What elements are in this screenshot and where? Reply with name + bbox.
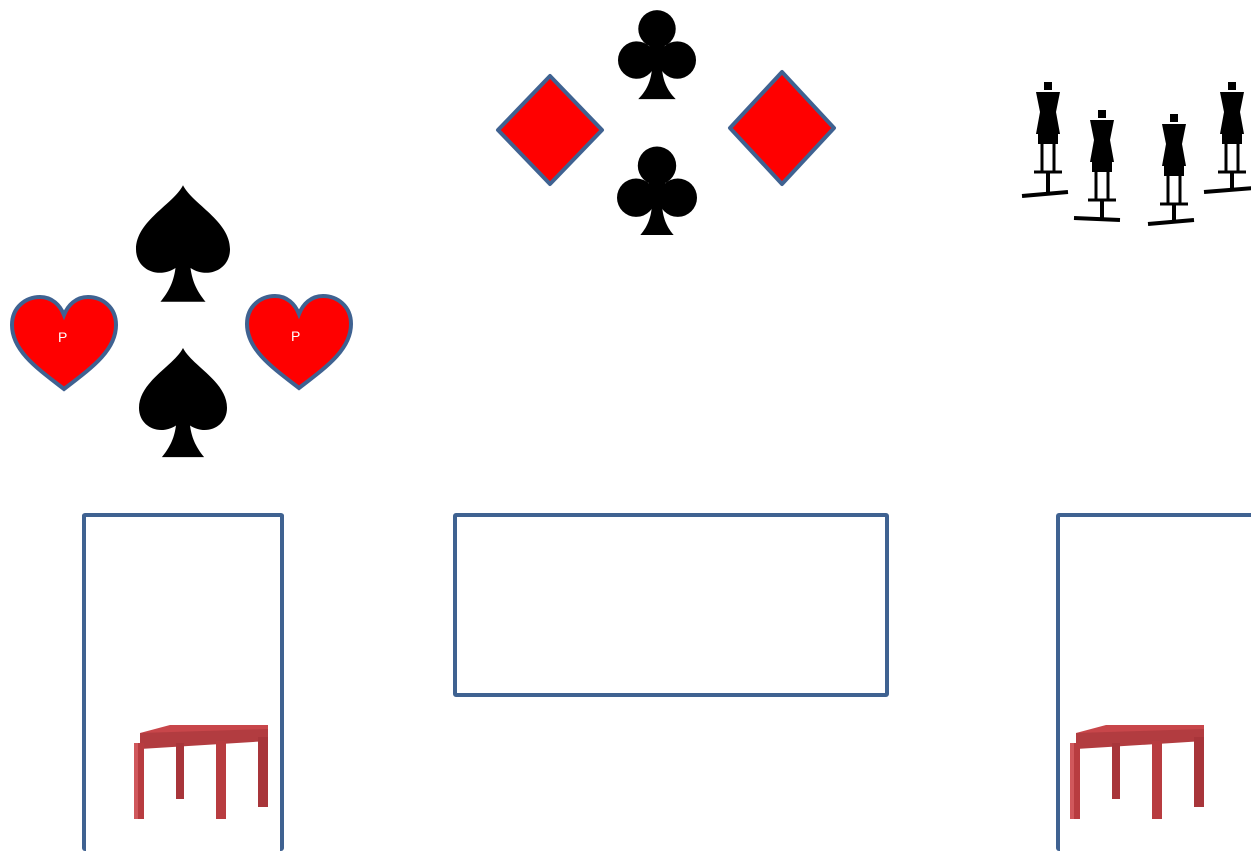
heart-left: P xyxy=(8,293,120,393)
diamond-icon xyxy=(494,72,606,188)
clubs-diamonds-group xyxy=(490,10,840,238)
table-icon xyxy=(130,725,272,819)
club-icon xyxy=(618,10,696,100)
center-area-box xyxy=(453,513,889,697)
spade-icon xyxy=(136,348,230,458)
heart-label: P xyxy=(58,329,67,345)
spades-hearts-group: P P xyxy=(0,185,360,465)
spade-icon xyxy=(136,185,230,303)
diamond-icon xyxy=(726,68,838,188)
mannequin-icon xyxy=(1198,82,1251,200)
mannequins-group xyxy=(1010,80,1251,230)
heart-label: P xyxy=(291,328,300,344)
left-area-box xyxy=(82,513,284,851)
mannequin-icon xyxy=(1068,110,1138,228)
club-icon xyxy=(617,145,697,235)
heart-right: P xyxy=(243,292,355,392)
right-area-box xyxy=(1056,513,1251,851)
table-icon xyxy=(1066,725,1208,819)
club-bottom-crop xyxy=(617,145,697,235)
